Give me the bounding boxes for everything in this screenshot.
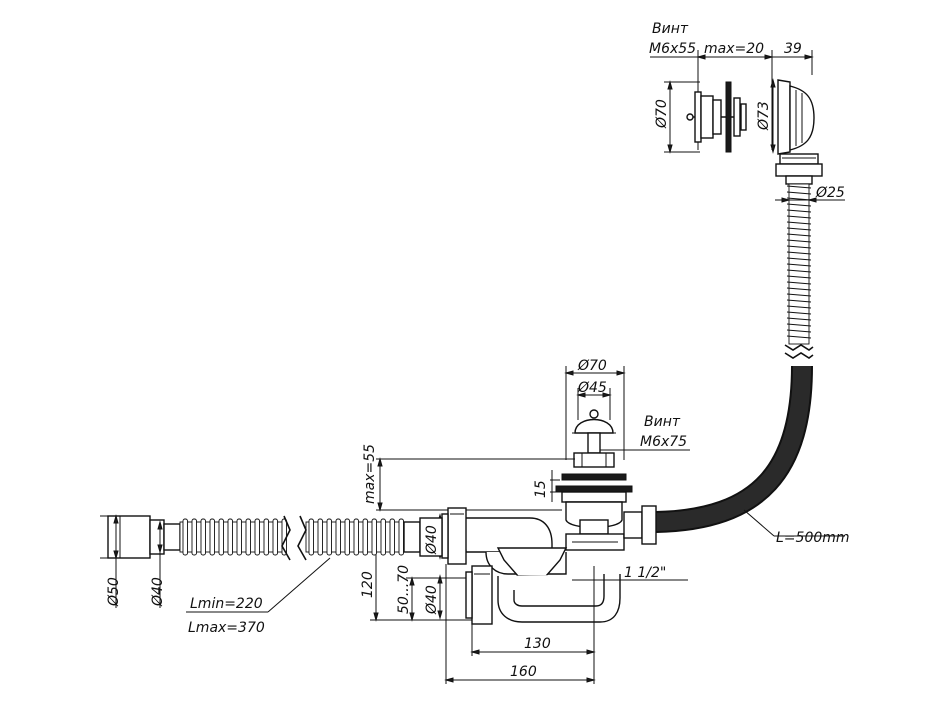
siphon-height: 120 <box>360 571 376 598</box>
corrugated-outer-diameter: Ø50 <box>106 577 122 607</box>
drain-assembly <box>555 366 690 551</box>
drain-screw-label: Винт <box>644 414 681 430</box>
corrugated-lmin: Lmin=220 <box>190 596 263 612</box>
siphon-outlet-diameter-lower: Ø40 <box>424 585 440 615</box>
corrugated-pipe <box>100 514 443 613</box>
corrugated-lmax: Lmax=370 <box>188 620 265 636</box>
drain-max-height: max=55 <box>362 444 378 504</box>
overflow-screw-size: M6x55 <box>649 41 696 57</box>
drain-outer-diameter: Ø70 <box>577 358 607 374</box>
drain-plate-thickness: 15 <box>533 480 549 498</box>
siphon-body <box>441 507 621 625</box>
corrugated-left-section <box>179 518 287 556</box>
overflow-assembly <box>650 50 823 185</box>
siphon-width-outer: 160 <box>510 664 537 680</box>
connecting-hose <box>655 365 845 537</box>
overflow-hose-ribs <box>786 185 812 339</box>
overflow-flange-diameter: Ø73 <box>756 101 772 131</box>
siphon-outlet-diameter-upper: Ø40 <box>424 525 440 555</box>
drain-thread: 1 1/2" <box>624 565 666 581</box>
hose-length: L=500mm <box>776 530 850 546</box>
drain-height-dimensions <box>376 457 575 512</box>
overflow-depth-label: 39 <box>784 41 802 57</box>
overflow-hose-diameter: Ø25 <box>815 185 845 201</box>
siphon-width-inner: 130 <box>524 636 551 652</box>
overflow-hose <box>775 183 845 359</box>
siphon-adjust-range: 50...70 <box>396 565 412 614</box>
overflow-plate-diameter: Ø70 <box>654 99 670 129</box>
drain-screw-size: M6x75 <box>640 434 687 450</box>
corrugated-right-section <box>305 518 405 556</box>
drain-inner-diameter: Ø45 <box>577 380 607 396</box>
overflow-screw-label: Винт <box>652 21 689 37</box>
labels: Винт M6x55 max=20 39 Ø70 Ø73 Ø25 Ø70 Ø45… <box>106 21 850 680</box>
overflow-gap-label: max=20 <box>704 41 764 57</box>
corrugated-inner-diameter: Ø40 <box>150 577 166 607</box>
